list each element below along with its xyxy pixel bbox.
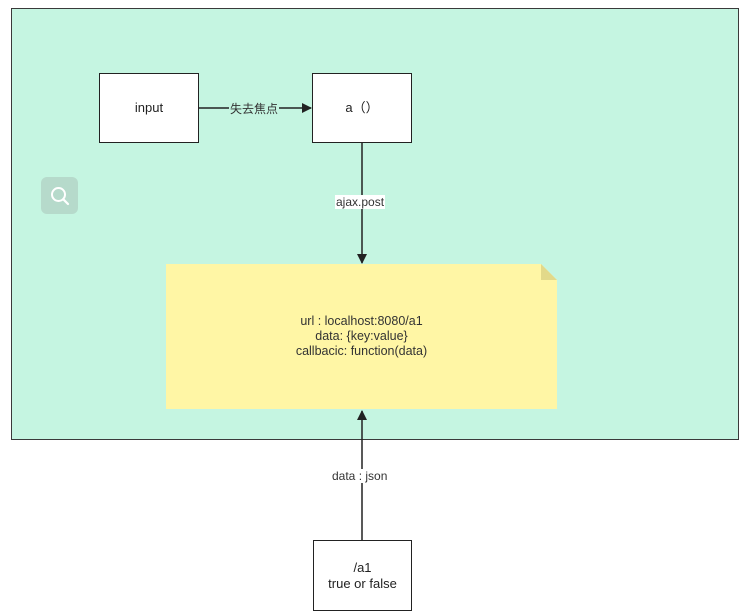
search-button[interactable] <box>41 177 78 214</box>
search-icon <box>50 186 69 205</box>
node-a1[interactable]: /a1 true or false <box>313 540 412 611</box>
node-a-label: a（） <box>345 100 379 115</box>
note-line-data: data: {key:value} <box>315 329 408 343</box>
note-shape <box>166 264 557 409</box>
node-a1-path: /a1 <box>353 559 372 575</box>
node-input[interactable]: input <box>99 73 199 143</box>
node-a-function[interactable]: a（） <box>312 73 412 143</box>
edge-label-ajax: ajax.post <box>335 195 386 209</box>
note-ajax-params[interactable]: url : localhost:8080/a1 data: {key:value… <box>166 264 557 409</box>
edge-label-json: data : json <box>331 469 389 483</box>
note-line-callback: callbacic: function(data) <box>295 344 428 358</box>
edge-label-blur: 失去焦点 <box>229 102 280 116</box>
node-input-label: input <box>134 100 164 115</box>
node-a1-result: true or false <box>328 575 397 591</box>
note-line-url: url : localhost:8080/a1 <box>300 314 423 328</box>
